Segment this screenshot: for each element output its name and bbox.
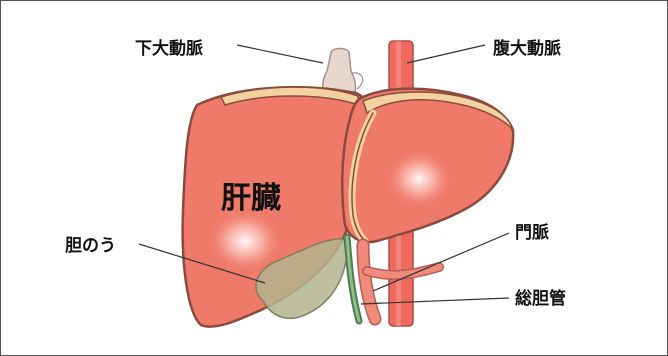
label-inferior-vena-cava: 下大動脈 (135, 38, 203, 59)
label-gallbladder: 胆のう (65, 236, 116, 256)
leader-line-ivc (237, 45, 323, 63)
leader-line-common-bile-duct (361, 298, 509, 304)
label-liver: 肝臓 (221, 181, 281, 216)
label-aorta: 腹大動脈 (493, 38, 561, 59)
label-portal-vein: 門脈 (515, 222, 549, 243)
leader-line-aorta (407, 45, 485, 63)
label-common-bile-duct: 総胆管 (515, 288, 566, 309)
